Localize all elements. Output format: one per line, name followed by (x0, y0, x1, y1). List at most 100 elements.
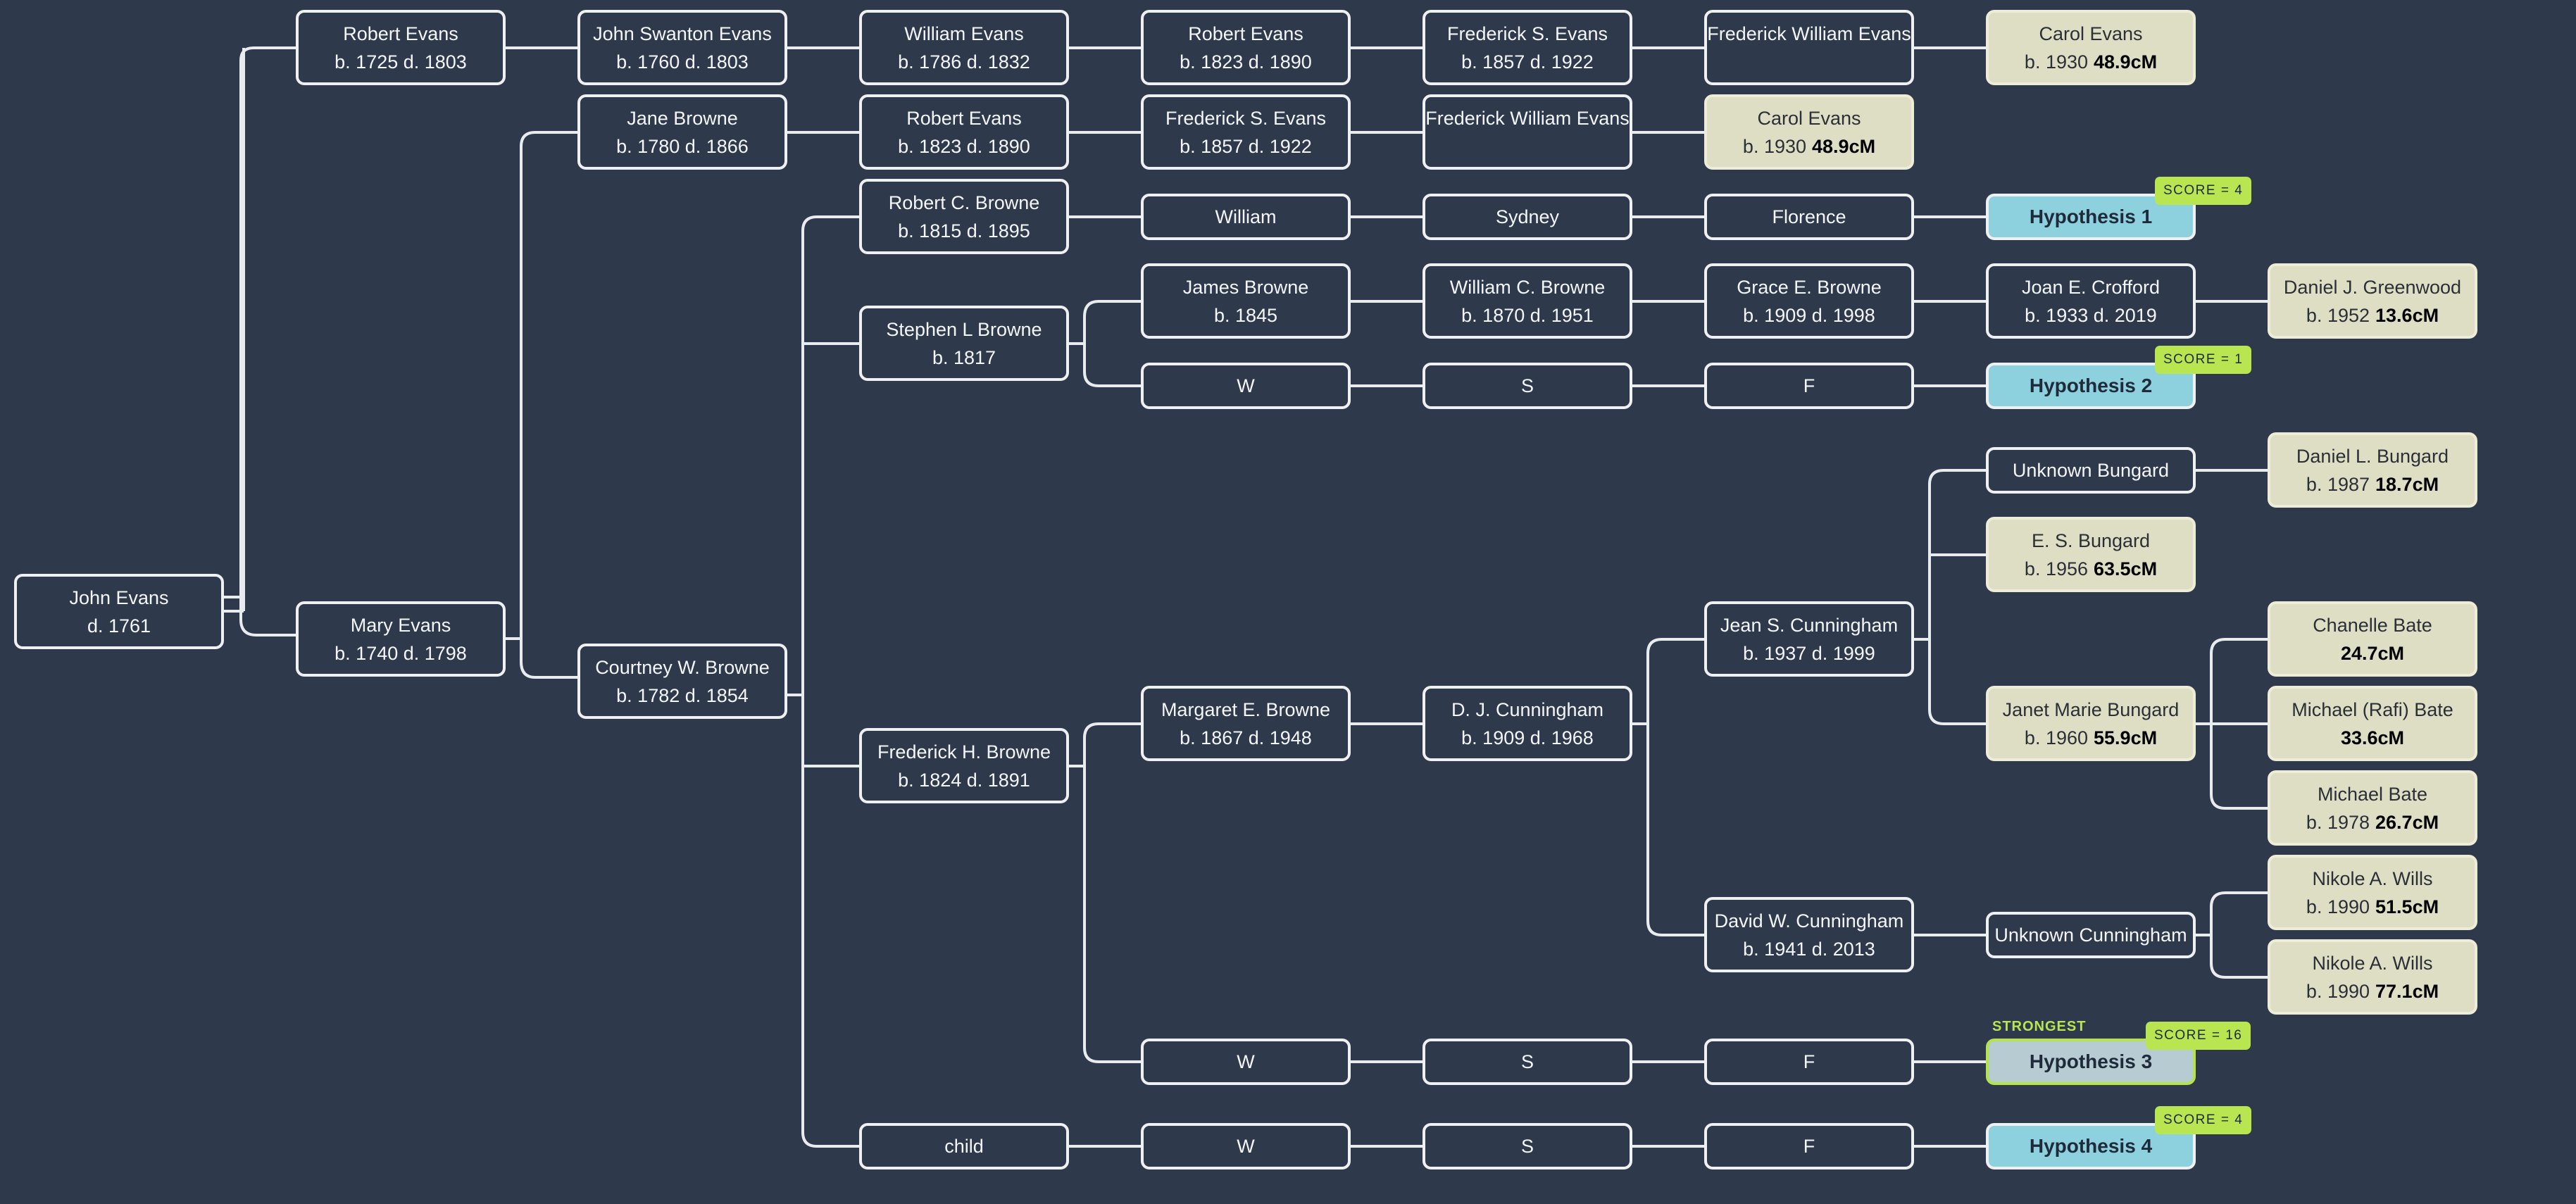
person-node[interactable]: Sydney (1423, 194, 1632, 240)
person-name: W (1237, 1136, 1255, 1157)
person-name: Carol Evans (2039, 23, 2143, 44)
strongest-label: STRONGEST (1992, 1019, 2087, 1034)
person-dates: b. 1941 d. 2013 (1743, 938, 1875, 960)
person-name: Michael (Rafi) Bate (2291, 698, 2453, 720)
person-name: child (944, 1136, 984, 1157)
person-name: Frederick William Evans (1707, 23, 1911, 44)
person-node[interactable]: Unknown Bungard (1986, 447, 2196, 494)
cm-value: 51.5cM (2375, 896, 2439, 917)
person-name: Chanelle Bate (2313, 614, 2432, 636)
person-node[interactable]: William C. Browne b. 1870 d. 1951 (1423, 263, 1632, 339)
score-badge: SCORE = 4 (2155, 1106, 2252, 1134)
hypothesis-label: Hypothesis 1 (2029, 206, 2153, 227)
person-node[interactable]: Mary Evans b. 1740 d. 1798 (296, 601, 506, 677)
person-dates: b. 1823 d. 1890 (898, 135, 1030, 157)
person-node[interactable]: W (1141, 1039, 1351, 1085)
person-dates: b. 1817 (932, 346, 996, 368)
dna-match-node[interactable]: Chanelle Bate 24.7cM (2268, 601, 2477, 677)
person-name: Michael Bate (2317, 783, 2428, 805)
person-name: Robert Evans (1188, 23, 1303, 44)
person-node[interactable]: W (1141, 363, 1351, 409)
person-name: Margaret E. Browne (1161, 698, 1331, 720)
person-node[interactable]: Courtney W. Browne b. 1782 d. 1854 (577, 644, 787, 719)
cm-value: 77.1cM (2375, 980, 2439, 1002)
person-name: Carol Evans (1757, 107, 1861, 129)
person-name: W (1237, 1051, 1255, 1072)
person-dates: d. 1761 (87, 615, 151, 637)
cm-value: 24.7cM (2340, 642, 2405, 664)
person-node[interactable]: William (1141, 194, 1351, 240)
person-dates: b. 1823 d. 1890 (1180, 51, 1312, 73)
person-node[interactable]: Frederick William Evans (1423, 94, 1632, 170)
person-node[interactable]: S (1423, 363, 1632, 409)
person-dates: 33.6cM (2341, 724, 2404, 752)
person-name: Nikole A. Wills (2312, 952, 2433, 974)
person-name: F (1803, 1051, 1815, 1072)
dna-match-node[interactable]: Michael (Rafi) Bate 33.6cM (2268, 686, 2477, 761)
person-node[interactable]: Frederick William Evans (1704, 10, 1914, 85)
person-node[interactable]: Frederick H. Browne b. 1824 d. 1891 (859, 728, 1069, 803)
person-dates: b. 1815 d. 1895 (898, 220, 1030, 242)
person-name: William C. Browne (1449, 276, 1606, 298)
person-name: F (1803, 1136, 1815, 1157)
person-name: W (1237, 375, 1255, 396)
person-node[interactable]: William Evans b. 1786 d. 1832 (859, 10, 1069, 85)
person-node[interactable]: James Browne b. 1845 (1141, 263, 1351, 339)
person-node[interactable]: S (1423, 1039, 1632, 1085)
cm-value: 48.9cM (1812, 135, 1876, 157)
person-node[interactable]: Jean S. Cunningham b. 1937 d. 1999 (1704, 601, 1914, 677)
hypothesis-label: Hypothesis 4 (2029, 1135, 2153, 1157)
person-node[interactable]: Jane Browne b. 1780 d. 1866 (577, 94, 787, 170)
person-node[interactable]: Unknown Cunningham (1986, 912, 2196, 958)
person-node[interactable]: Robert C. Browne b. 1815 d. 1895 (859, 179, 1069, 254)
person-node[interactable]: David W. Cunningham b. 1941 d. 2013 (1704, 897, 1914, 972)
person-node[interactable]: Frederick S. Evans b. 1857 d. 1922 (1423, 10, 1632, 85)
cm-value: 18.7cM (2375, 473, 2439, 495)
person-name: David W. Cunningham (1714, 910, 1904, 932)
person-name: Frederick S. Evans (1446, 23, 1608, 44)
person-node[interactable]: John Evans d. 1761 (14, 574, 224, 649)
hypothesis-node[interactable]: Hypothesis 3 (1986, 1039, 2196, 1085)
person-node[interactable]: W (1141, 1123, 1351, 1169)
person-dates: b. 1782 d. 1854 (616, 684, 749, 706)
person-node[interactable]: Robert Evans b. 1823 d. 1890 (859, 94, 1069, 170)
person-node[interactable]: Grace E. Browne b. 1909 d. 1998 (1704, 263, 1914, 339)
person-node[interactable]: F (1704, 1039, 1914, 1085)
person-node[interactable]: F (1704, 1123, 1914, 1169)
person-node[interactable]: S (1423, 1123, 1632, 1169)
person-node[interactable]: Robert Evans b. 1823 d. 1890 (1141, 10, 1351, 85)
person-node[interactable]: Joan E. Crofford b. 1933 d. 2019 (1986, 263, 2196, 339)
person-name: Courtney W. Browne (595, 656, 770, 678)
person-dates: b. 1933 d. 2019 (2025, 304, 2157, 326)
person-node[interactable]: F (1704, 363, 1914, 409)
person-name: Jane Browne (627, 107, 738, 129)
person-node[interactable]: Robert Evans b. 1725 d. 1803 (296, 10, 506, 85)
person-node[interactable]: D. J. Cunningham b. 1909 d. 1968 (1423, 686, 1632, 761)
person-node[interactable]: John Swanton Evans b. 1760 d. 1803 (577, 10, 787, 85)
person-name: Frederick William Evans (1425, 107, 1630, 129)
person-node[interactable]: Florence (1704, 194, 1914, 240)
person-dates: b. 1909 d. 1968 (1461, 727, 1594, 748)
person-dates: b. 1867 d. 1948 (1180, 727, 1312, 748)
person-node[interactable]: Stephen L Browne b. 1817 (859, 306, 1069, 381)
person-name: William Evans (904, 23, 1024, 44)
person-dates: b. 1937 d. 1999 (1743, 642, 1875, 664)
person-name: S (1520, 1051, 1534, 1072)
person-name: F (1803, 375, 1815, 396)
person-node[interactable]: Margaret E. Browne b. 1867 d. 1948 (1141, 686, 1351, 761)
score-badge: SCORE = 4 (2155, 177, 2252, 205)
person-node[interactable]: Frederick S. Evans b. 1857 d. 1922 (1141, 94, 1351, 170)
person-node[interactable]: child (859, 1123, 1069, 1169)
